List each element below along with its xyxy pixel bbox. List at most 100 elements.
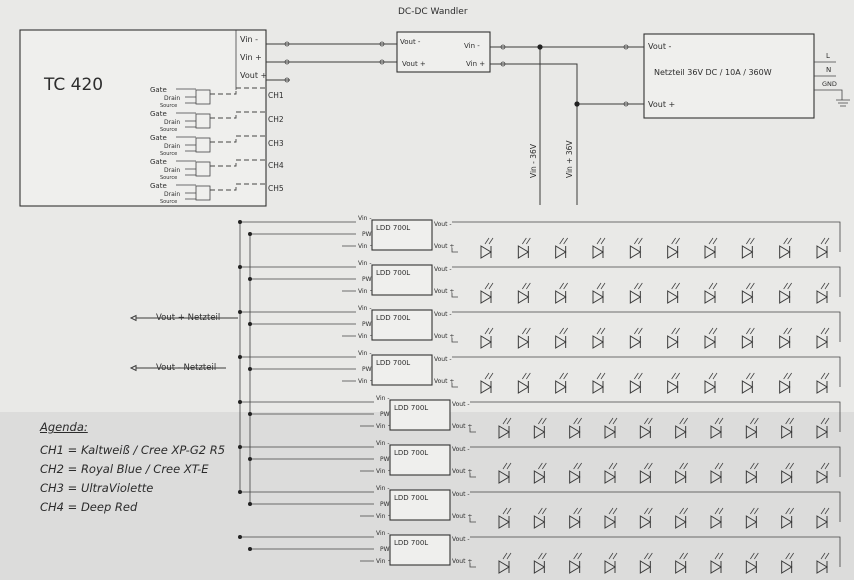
led-return-wire: [452, 266, 841, 297]
driver-name-label: LDD 700L: [376, 359, 410, 367]
driver-vout-pos-label: Vout +: [452, 558, 472, 565]
led-icon: [480, 380, 492, 394]
led-icon: [667, 335, 679, 349]
led-icon: [517, 290, 530, 304]
led-emission-icon: [502, 507, 512, 515]
psu-terminal-l: L: [826, 52, 830, 60]
psu-box: [643, 33, 815, 119]
led-icon: [604, 470, 616, 484]
led-icon: [629, 245, 642, 259]
led-icon: [704, 335, 716, 349]
led-emission-icon: [573, 507, 582, 515]
junction-dot: [248, 322, 252, 326]
led-emission-icon: [502, 417, 512, 425]
led-emission-icon: [484, 327, 494, 335]
driver-name-label: LDD 700L: [394, 494, 428, 502]
led-emission-icon: [750, 462, 759, 470]
psu-label: Netzteil 36V DC / 10A / 360W: [654, 68, 772, 77]
led-emission-icon: [746, 237, 755, 245]
led-feed-wire: [451, 383, 458, 388]
led-feed-wire: [451, 248, 458, 253]
driver-box: [371, 264, 433, 296]
driver-name-label: LDD 700L: [376, 224, 410, 232]
input-arrows: [129, 314, 137, 372]
led-emission-icon: [746, 327, 755, 335]
led-icon: [816, 335, 828, 349]
led-emission-icon: [746, 372, 755, 380]
led-emission-icon: [714, 417, 724, 425]
led-return-wire: [452, 221, 841, 252]
driver-input-wires: [240, 221, 356, 247]
driver-box: [389, 399, 451, 431]
led-emission-icon: [679, 417, 688, 425]
led-icon: [569, 470, 581, 484]
led-emission-icon: [820, 372, 830, 380]
junction-dot: [248, 502, 252, 506]
dcdc-vout-neg: Vout -: [400, 38, 421, 46]
junction-dot: [238, 310, 242, 314]
led-icon: [629, 290, 642, 304]
led-icon: [745, 470, 758, 484]
led-emission-icon: [785, 552, 794, 560]
led-icon: [592, 380, 604, 394]
driver-vin-pos-label: Vin +: [358, 243, 374, 250]
led-emission-icon: [708, 327, 718, 335]
led-icon: [816, 425, 828, 439]
driver-pwm-label: PWM: [380, 501, 395, 508]
driver-vin-pos-label: Vin +: [376, 513, 392, 520]
led-icon: [555, 245, 567, 259]
led-return-wire: [470, 491, 841, 522]
driver-box: [389, 489, 451, 521]
led-emission-icon: [644, 462, 653, 470]
led-emission-icon: [820, 327, 830, 335]
led-emission-icon: [671, 282, 680, 290]
led-emission-icon: [679, 462, 688, 470]
led-icon: [480, 290, 492, 304]
mosfet-drain-label: Drain: [164, 143, 180, 150]
driver-vout-pos-label: Vout +: [452, 423, 472, 430]
led-icon: [592, 290, 604, 304]
led-icon: [816, 245, 828, 259]
led-emission-icon: [750, 507, 759, 515]
junction-dot: [248, 457, 252, 461]
led-icon: [741, 245, 754, 259]
led-icon: [710, 470, 722, 484]
driver-vout-neg-label: Vout -: [452, 536, 470, 543]
led-icon: [533, 560, 546, 574]
led-emission-icon: [502, 552, 512, 560]
tc420-box: [19, 29, 267, 207]
led-emission-icon: [708, 282, 718, 290]
led-icon: [779, 380, 791, 394]
led-icon: [604, 425, 616, 439]
led-icon: [667, 380, 679, 394]
led-emission-icon: [573, 417, 582, 425]
junction-dot: [248, 232, 252, 236]
led-icon: [704, 290, 716, 304]
led-icon: [781, 425, 793, 439]
tc420-pin-ch3: CH3: [268, 139, 284, 148]
led-emission-icon: [708, 237, 718, 245]
led-emission-icon: [679, 507, 688, 515]
led-emission-icon: [644, 552, 653, 560]
led-icon: [704, 380, 716, 394]
led-icon: [569, 425, 581, 439]
psu-vout-neg: Vout -: [648, 42, 671, 51]
led-emission-icon: [538, 552, 547, 560]
led-emission-icon: [783, 327, 792, 335]
driver-name-label: LDD 700L: [376, 314, 410, 322]
driver-vout-pos-label: Vout +: [452, 468, 472, 475]
driver-box: [371, 354, 433, 386]
led-emission-icon: [783, 237, 792, 245]
junction-dot: [248, 277, 252, 281]
led-icon: [517, 335, 530, 349]
led-icon: [639, 470, 652, 484]
psu-terminal-n: N: [826, 66, 831, 74]
tc420-label: TC 420: [43, 75, 103, 95]
driver-vin-neg-label: Vin -: [358, 305, 372, 312]
driver-input-wires: [240, 536, 374, 562]
led-icon: [555, 380, 567, 394]
led-icon: [629, 380, 642, 394]
led-emission-icon: [538, 507, 547, 515]
led-emission-icon: [820, 417, 830, 425]
